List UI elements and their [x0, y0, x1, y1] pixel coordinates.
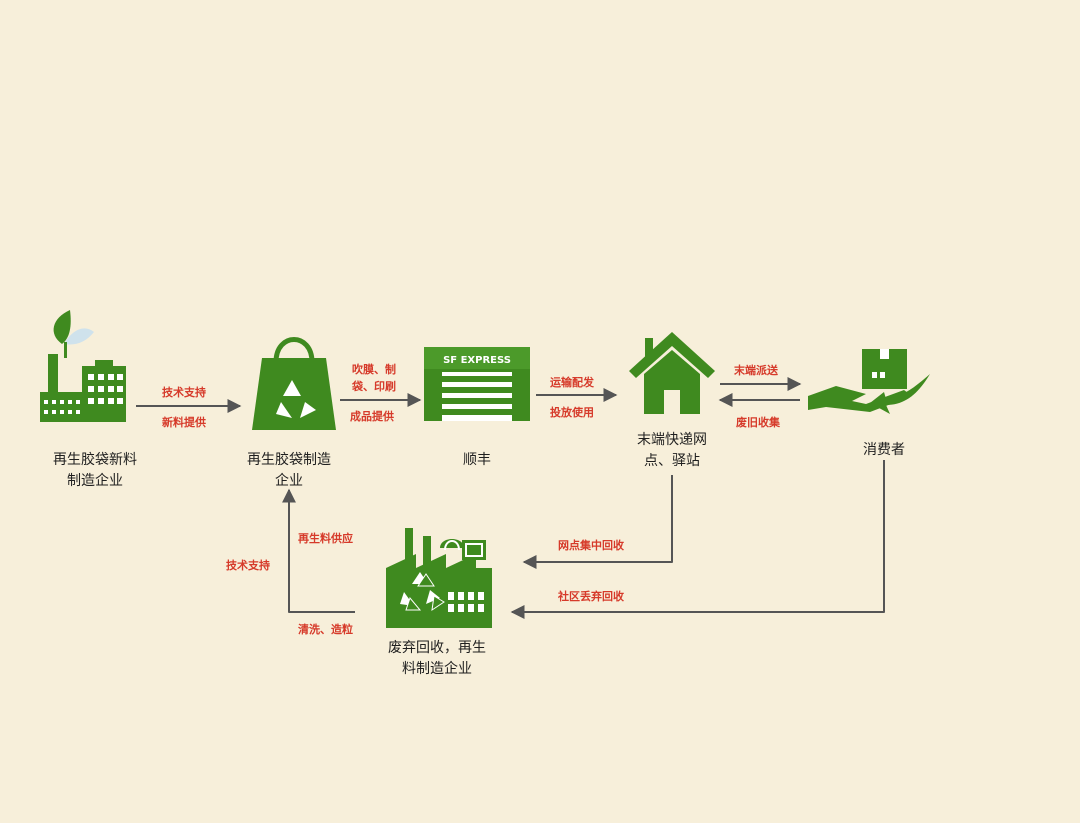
edge-label-recycled-supply: 再生料供应: [298, 532, 353, 545]
node-label-sf-express: 顺丰: [427, 450, 527, 471]
edge-label-finished-product: 成品提供: [350, 410, 394, 423]
node-label-line: 末端快递网: [637, 432, 707, 448]
edge-label-tech-support: 技术支持: [162, 386, 206, 399]
edge-label-last-mile: 末端派送: [734, 364, 778, 377]
edge-label-waste-collection: 废旧收集: [736, 416, 780, 429]
node-label-line: 制造企业: [67, 473, 123, 489]
arrow-consumer-to-recycling: [510, 460, 885, 619]
factory-with-leaf-icon: [40, 310, 126, 422]
node-label-recycling-company: 废弃回收，再生 料制造企业: [362, 638, 512, 680]
house-icon: [629, 332, 715, 414]
node-label-line: 顺丰: [463, 452, 491, 468]
node-label-line: 料制造企业: [402, 661, 472, 677]
node-label-bag-manufacturer: 再生胶袋制造 企业: [214, 450, 364, 492]
edge-label-community-recycling: 社区丢弃回收: [558, 590, 624, 603]
node-label-line: 消费者: [863, 442, 905, 458]
node-label-new-material-company: 再生胶袋新料 制造企业: [20, 450, 170, 492]
arrow-delivery-to-recycling: [522, 475, 673, 569]
warehouse-icon: SF EXPRESS: [424, 347, 530, 421]
arrow-recycling-to-bag: [282, 488, 355, 613]
hand-with-box-icon: [808, 349, 930, 414]
node-label-delivery-point: 末端快递网 点、驿站: [602, 430, 742, 472]
recycling-factory-icon: [386, 528, 492, 628]
node-label-consumer: 消费者: [834, 440, 934, 461]
edge-label-transport: 运输配发: [550, 376, 594, 389]
edge-label-bag-printing: 袋、印刷: [352, 380, 396, 393]
sf-express-sign: SF EXPRESS: [443, 355, 511, 366]
edge-label-point-recycling: 网点集中回收: [558, 539, 624, 552]
node-label-line: 再生胶袋新料: [53, 452, 137, 468]
edge-label-tech-support-2: 技术支持: [226, 559, 270, 572]
node-label-line: 再生胶袋制造: [247, 452, 331, 468]
node-label-line: 点、驿站: [644, 453, 700, 469]
recycle-bag-icon: [252, 337, 336, 430]
edge-label-deploy: 投放使用: [550, 406, 594, 419]
edge-label-new-material-supply: 新料提供: [162, 416, 206, 429]
edge-label-film-blowing: 吹膜、制: [352, 363, 396, 376]
node-label-line: 废弃回收，再生: [388, 640, 486, 656]
edge-label-wash-pelletize: 清洗、造粒: [298, 623, 353, 636]
node-label-line: 企业: [275, 473, 303, 489]
